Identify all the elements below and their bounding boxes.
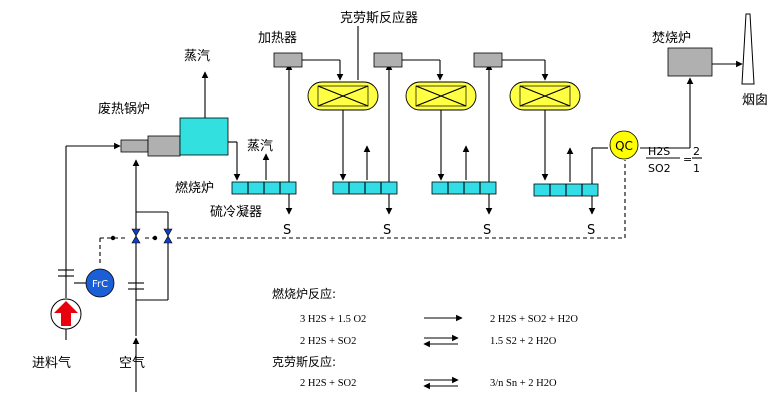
- sulfur-2-label: S: [383, 223, 391, 238]
- air-label: 空气: [119, 355, 145, 371]
- furnace-eq2-left: 2 H2S + SO2: [300, 336, 356, 347]
- furnace-eq2-arrow: [423, 334, 459, 348]
- ratio-equals: =: [683, 153, 692, 166]
- waste-heat-boiler-label: 废热锅炉: [98, 101, 150, 117]
- furnace-label: 燃烧炉: [175, 180, 214, 196]
- feed-gas-indicator: [50, 298, 82, 330]
- heater-label: 加热器: [258, 31, 297, 46]
- flow-controller-label: FrC: [92, 279, 108, 290]
- chimney-label: 烟囱: [742, 93, 768, 108]
- heater-3: [473, 52, 503, 68]
- claus-reactor-2: [405, 81, 477, 111]
- sulfur-condenser-1: [231, 181, 297, 195]
- furnace-body: [147, 135, 181, 157]
- sulfur-condenser-2: [332, 181, 398, 195]
- claus-eq-left: 2 H2S + SO2: [300, 378, 356, 389]
- flow-controller[interactable]: FrC: [85, 268, 115, 298]
- quality-controller[interactable]: QC: [609, 130, 639, 160]
- sulfur-condenser-3: [431, 181, 497, 195]
- waste-heat-boiler: [179, 117, 229, 156]
- sulfur-condenser-4: [533, 183, 599, 197]
- sulfur-3-label: S: [483, 223, 491, 238]
- furnace-eq2-right: 1.5 S2 + 2 H2O: [490, 336, 557, 347]
- claus-reactor-label: 克劳斯反应器: [340, 10, 418, 26]
- furnace-reaction-title: 燃烧炉反应:: [272, 286, 336, 301]
- claus-reactor-3: [509, 81, 581, 111]
- steam-mid-label: 蒸汽: [247, 139, 273, 154]
- claus-eq-right: 3/n Sn + 2 H2O: [490, 378, 557, 389]
- bypass-control-valve[interactable]: [163, 228, 173, 244]
- feed-gas-label: 进料气: [32, 355, 71, 371]
- burner: [120, 139, 149, 153]
- chimney: [741, 13, 755, 85]
- ratio-num-value: 2: [693, 145, 700, 158]
- sulfur-1-label: S: [283, 223, 291, 238]
- ratio-den-value: 1: [693, 162, 700, 175]
- quality-controller-label: QC: [615, 139, 633, 153]
- steam-top-label: 蒸汽: [184, 49, 210, 64]
- incinerator: [667, 47, 713, 77]
- control-signal-line: [99, 160, 626, 263]
- air-control-valve[interactable]: [131, 228, 141, 244]
- air-line: [128, 159, 169, 336]
- sulfur-condenser-label: 硫冷凝器: [210, 204, 262, 220]
- sulfur-4-label: S: [587, 223, 595, 238]
- claus-reaction-title: 克劳斯反应:: [272, 354, 336, 369]
- claus-reactor-1: [307, 81, 379, 111]
- incinerator-label: 焚烧炉: [652, 31, 691, 46]
- ratio-display: H2S SO2 = 2 1: [646, 145, 702, 175]
- heater-2: [373, 52, 403, 68]
- furnace-eq1-right: 2 H2S + SO2 + H2O: [490, 314, 578, 325]
- furnace-eq1-left: 3 H2S + 1.5 O2: [300, 314, 366, 325]
- heater-1: [273, 52, 303, 68]
- claus-eq-arrow: [423, 376, 459, 390]
- ratio-numerator: H2S: [648, 145, 670, 158]
- ratio-denominator: SO2: [648, 162, 671, 175]
- feed-gas-line: [58, 142, 121, 298]
